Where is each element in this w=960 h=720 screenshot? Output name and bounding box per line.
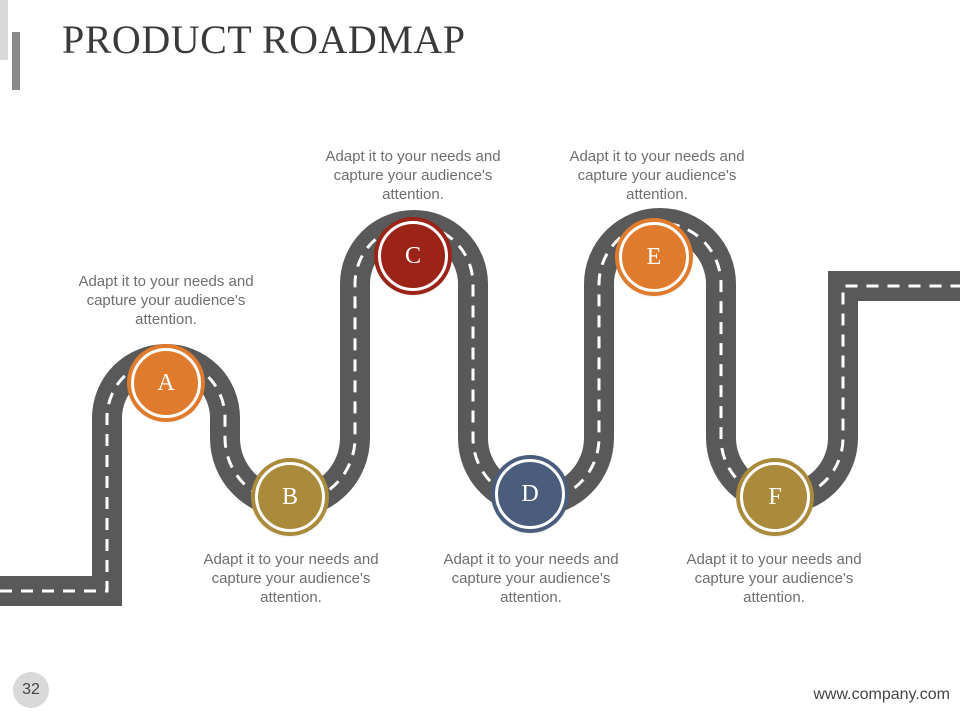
caption-f: Adapt it to your needs and capture your …	[686, 551, 862, 606]
milestone-f: F	[740, 462, 810, 532]
caption-b: Adapt it to your needs and capture your …	[203, 551, 379, 606]
caption-d: Adapt it to your needs and capture your …	[443, 551, 619, 606]
lane-marking	[0, 221, 960, 593]
milestone-a: A	[131, 348, 201, 418]
slide-title: PRODUCT ROADMAP	[62, 17, 466, 62]
caption-c: Adapt it to your needs and capture your …	[325, 148, 501, 203]
title-accent-bar-light	[0, 0, 8, 60]
milestone-d-label: D	[521, 480, 539, 507]
milestone-b: B	[255, 462, 325, 532]
footer-url: www.company.com	[813, 686, 950, 703]
milestone-b-label: B	[281, 483, 298, 510]
milestone-e-label: E	[646, 243, 662, 270]
milestone-e: E	[619, 222, 689, 292]
milestone-c-label: C	[404, 242, 421, 269]
milestone-f-label: F	[768, 483, 782, 510]
milestone-a-label: A	[157, 369, 175, 396]
caption-e: Adapt it to your needs and capture your …	[569, 148, 745, 203]
title-accent-bar-dark	[12, 32, 20, 90]
milestone-c: C	[378, 221, 448, 291]
page-number-badge: 32	[13, 672, 49, 708]
milestone-d: D	[495, 459, 565, 529]
caption-a: Adapt it to your needs and capture your …	[78, 273, 254, 328]
